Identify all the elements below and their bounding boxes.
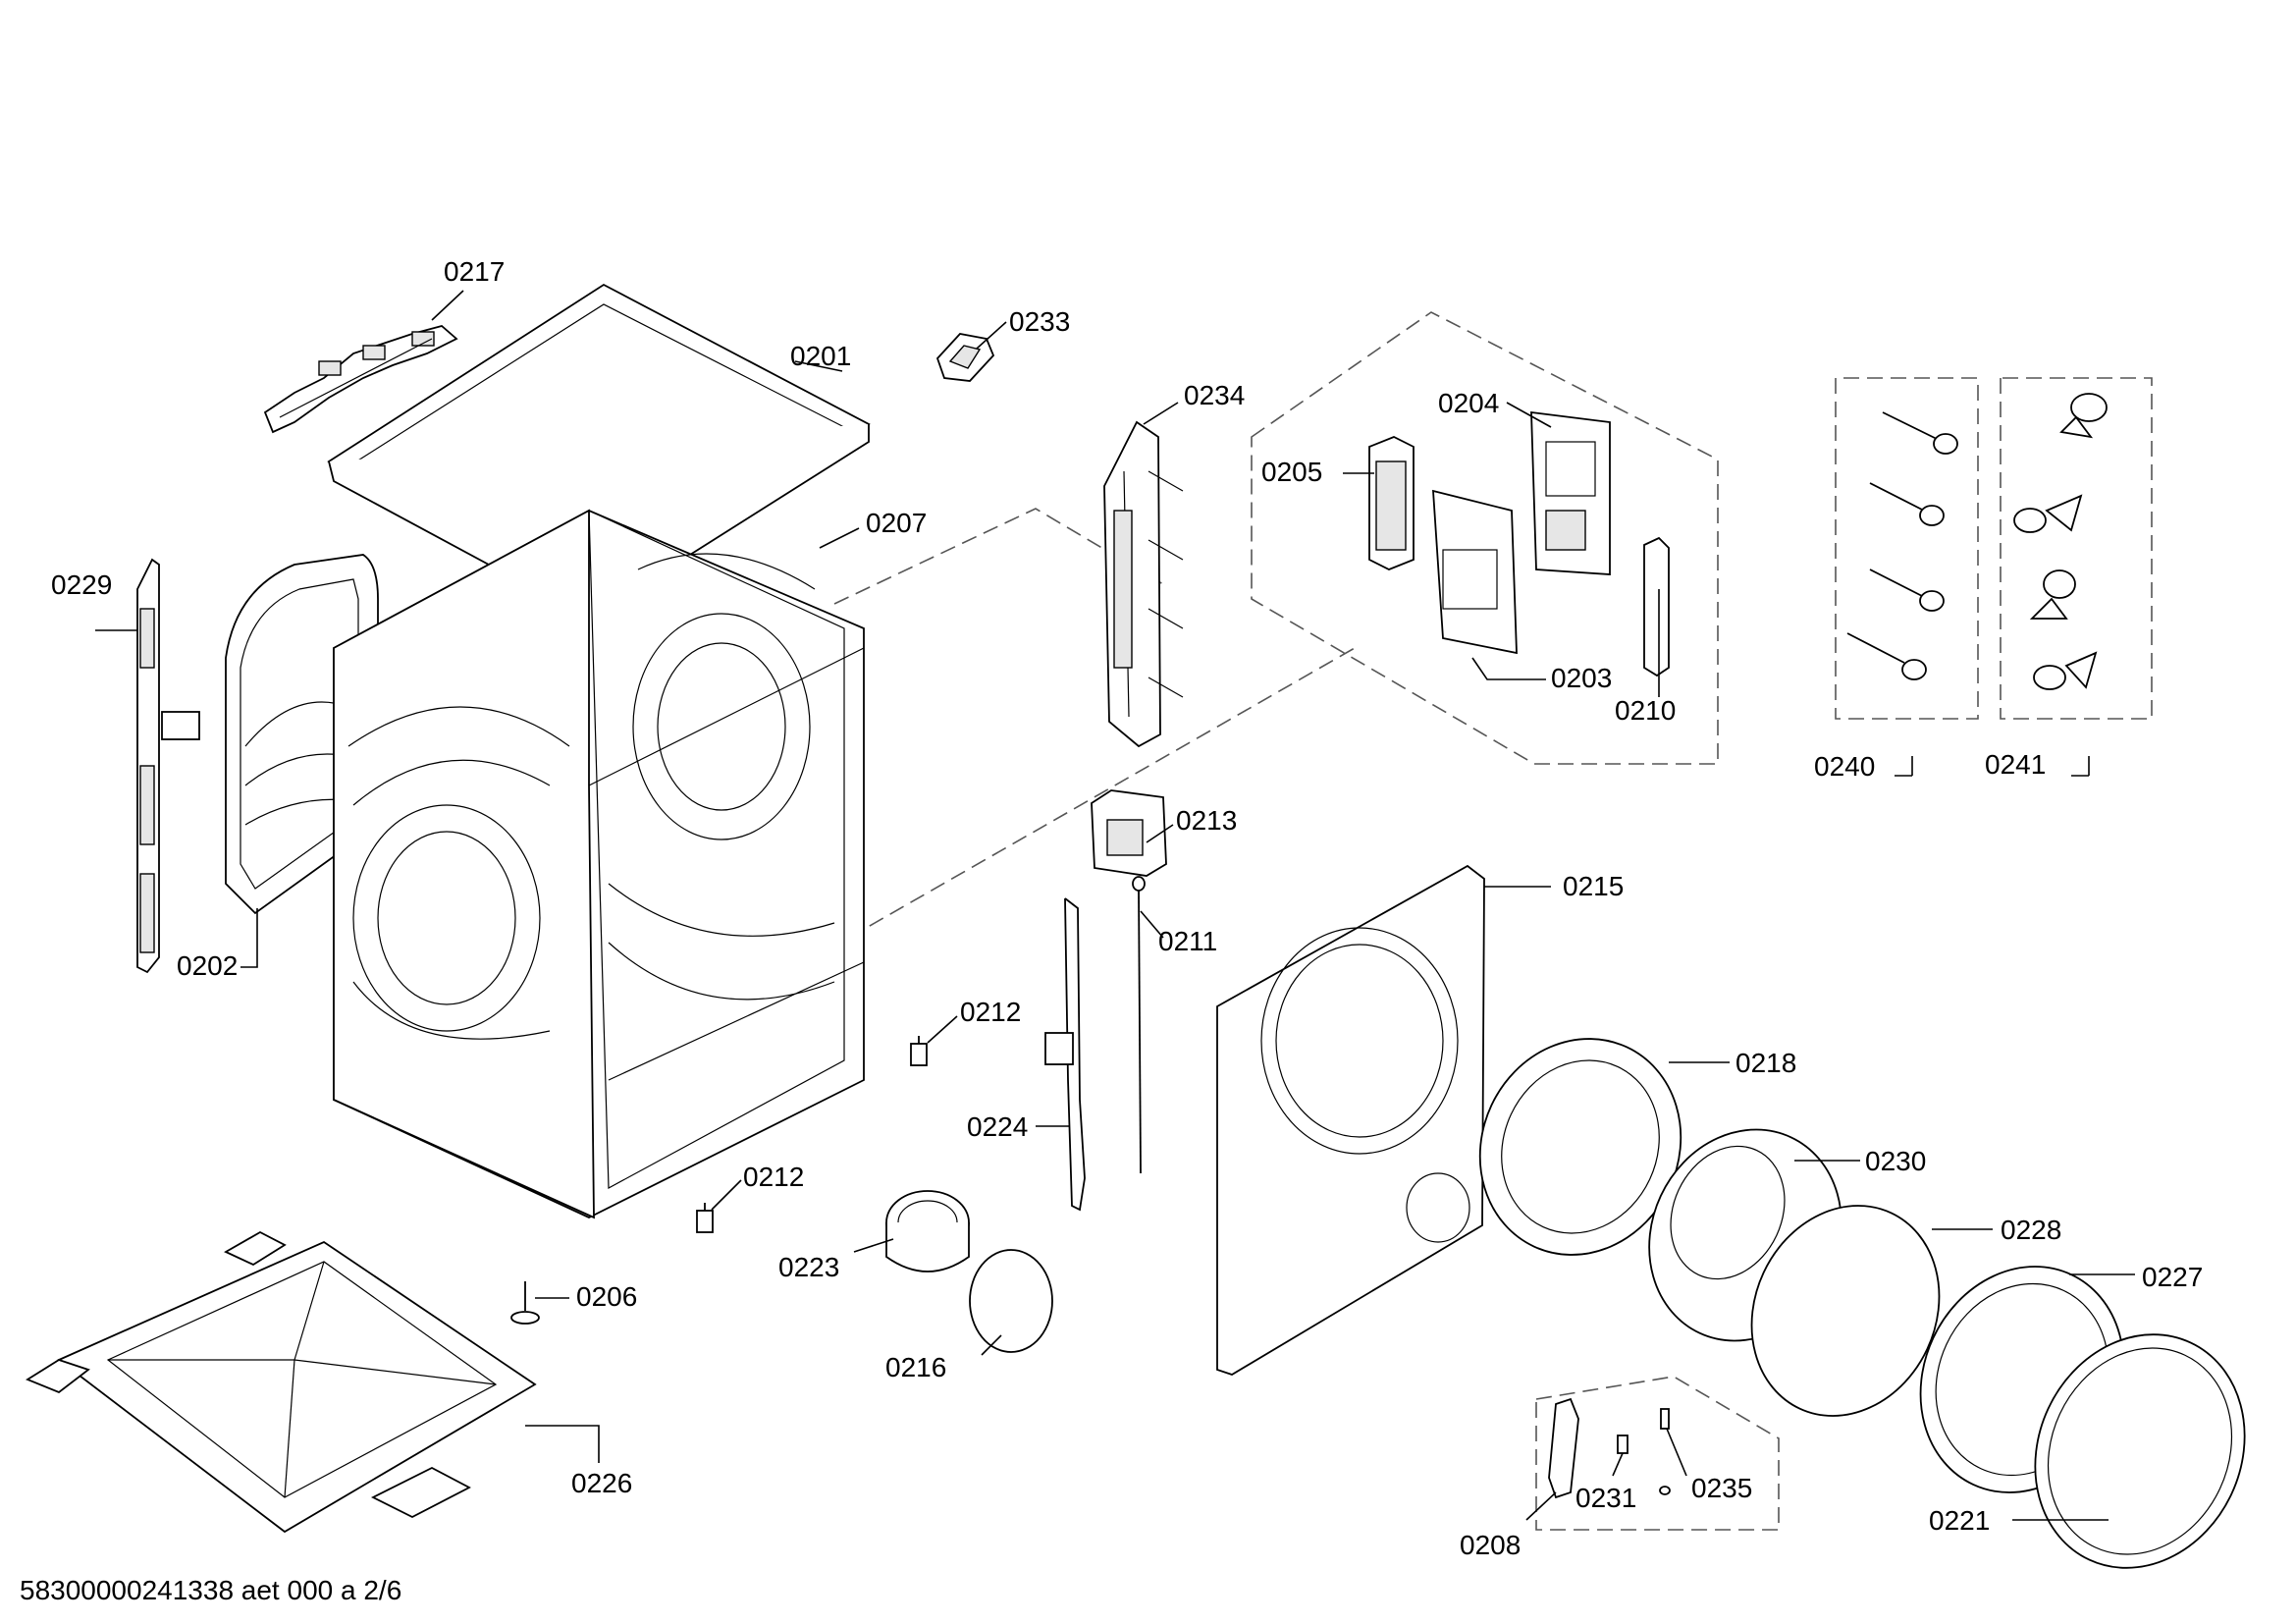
group-box-0240: [1835, 377, 1979, 720]
cabinet-frame-0207-part: [333, 509, 865, 1219]
leader-lines: [95, 290, 2135, 1521]
clamp-ring-0223-part: [885, 1190, 970, 1272]
label-0217: 0217: [444, 256, 505, 287]
group-box-0208: [1535, 1376, 1780, 1531]
label-0218: 0218: [1735, 1048, 1796, 1078]
connector-strip-0210-part: [1643, 536, 1670, 677]
label-0205: 0205: [1261, 457, 1322, 487]
label-0228: 0228: [2001, 1215, 2061, 1245]
base-frame-0226-part: [26, 1230, 537, 1534]
drawing-reference-number: 58300000241338 aet 000 a 2/6: [20, 1575, 402, 1605]
label-0210: 0210: [1615, 695, 1676, 726]
adjustable-foot-0206-part: [510, 1281, 540, 1325]
label-0212-upper: 0212: [960, 997, 1021, 1027]
group-box-electronics: [1251, 311, 1719, 765]
rail-0224-part: [1044, 897, 1086, 1212]
cap-set-0241-part: [2013, 393, 2108, 690]
door-bezel-0218-part: [1478, 1038, 1682, 1256]
wiring-harness-part: [263, 325, 458, 434]
outer-door-0221-part: [2034, 1333, 2246, 1569]
pin-0235-part: [1659, 1408, 1671, 1495]
front-panel-0215-part: [1216, 864, 1485, 1376]
screw-set-0240-part: [1846, 411, 1958, 680]
dispenser-housing-0234-part: [1103, 420, 1184, 748]
pin-0231-part: [1617, 1435, 1629, 1454]
label-0213: 0213: [1176, 805, 1237, 836]
hinge-0208-part: [1548, 1397, 1579, 1499]
connector-block-0205-part: [1368, 436, 1415, 570]
label-0231: 0231: [1575, 1483, 1636, 1513]
label-0241: 0241: [1985, 749, 2046, 780]
part-labels: 0217 0201 0233 0234 0204 0205 0203 0210 …: [51, 256, 2203, 1560]
clip-0212-upper-part: [910, 1036, 928, 1066]
control-board-0204-part: [1530, 410, 1611, 575]
label-0207: 0207: [866, 508, 927, 538]
label-0240: 0240: [1814, 751, 1875, 782]
label-0234: 0234: [1184, 380, 1245, 410]
label-0208: 0208: [1460, 1530, 1521, 1560]
label-0227: 0227: [2142, 1262, 2203, 1292]
module-box-0213-part: [1091, 789, 1167, 877]
label-0206: 0206: [576, 1281, 637, 1312]
label-0215: 0215: [1563, 871, 1624, 901]
board-holder-0203-part: [1432, 489, 1518, 655]
label-0216: 0216: [885, 1352, 946, 1382]
dashed-guide-lines: [833, 508, 1356, 939]
label-0235: 0235: [1691, 1473, 1752, 1503]
label-0201: 0201: [790, 341, 851, 371]
label-0226: 0226: [571, 1468, 632, 1498]
label-0229: 0229: [51, 569, 112, 600]
label-0204: 0204: [1438, 388, 1499, 418]
label-0230: 0230: [1865, 1146, 1926, 1176]
label-0203: 0203: [1551, 663, 1612, 693]
label-0224: 0224: [967, 1111, 1028, 1142]
cover-disc-0216-part: [969, 1249, 1053, 1353]
group-box-0241: [2000, 377, 2153, 720]
rod-0211-part: [1132, 876, 1146, 1174]
label-0221: 0221: [1929, 1505, 1990, 1536]
label-0211: 0211: [1158, 926, 1217, 956]
label-0223: 0223: [778, 1252, 839, 1282]
label-0202: 0202: [177, 950, 238, 981]
label-0233: 0233: [1009, 306, 1070, 337]
label-0212-lower: 0212: [743, 1162, 804, 1192]
side-rail-0229-part: [136, 558, 200, 974]
door-ring-0228-part: [1750, 1205, 1941, 1417]
clip-0212-lower-part: [696, 1203, 714, 1233]
